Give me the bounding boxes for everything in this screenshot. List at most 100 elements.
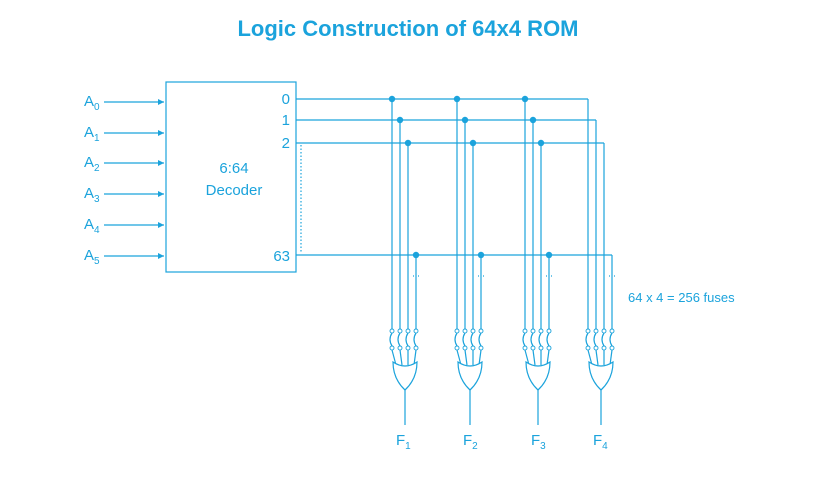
fuse-link xyxy=(454,332,458,347)
fuse-link xyxy=(609,332,613,347)
fuse-terminal xyxy=(593,345,599,351)
fuse-terminal xyxy=(593,328,599,334)
decoder-output-label-1: 1 xyxy=(282,112,290,129)
junction-dot xyxy=(453,95,461,103)
junction-dot xyxy=(469,139,477,147)
or-gate-icon xyxy=(588,360,614,391)
address-input-label: A1 xyxy=(84,124,100,144)
fuse-terminal xyxy=(462,328,468,334)
fuse-terminal xyxy=(470,345,476,351)
fuse-to-gate-wire xyxy=(546,349,550,366)
address-input-a0: A0 xyxy=(84,93,164,113)
fuse-terminal xyxy=(546,328,552,334)
fuse-terminal xyxy=(454,345,460,351)
or-gate-icon xyxy=(525,360,551,391)
fuse-link xyxy=(470,332,474,347)
address-inputs: A0 A1 A2 A3 A4 xyxy=(84,93,164,267)
fuse-terminal xyxy=(470,328,476,334)
junction-dot xyxy=(521,95,529,103)
fuse-terminal xyxy=(530,328,536,334)
fuse-link xyxy=(405,332,409,347)
fuse-terminal xyxy=(538,345,544,351)
junction-dot xyxy=(396,116,404,124)
fuse-terminal xyxy=(546,345,552,351)
address-input-a5: A5 xyxy=(84,247,164,267)
fuse-to-gate-wire xyxy=(456,349,462,366)
fuse-terminal xyxy=(522,328,528,334)
fuse-link xyxy=(601,332,605,347)
decoder-output-label-2: 2 xyxy=(282,135,290,152)
address-input-label: A0 xyxy=(84,93,100,113)
fuse-terminal xyxy=(397,345,403,351)
output-labels: F1 F2 F3 F4 xyxy=(396,432,608,452)
output-label-f2: F2 xyxy=(463,432,478,452)
address-input-label: A2 xyxy=(84,154,100,174)
output-label-f4: F4 xyxy=(593,432,608,452)
address-input-label: A4 xyxy=(84,216,100,236)
junction-dot xyxy=(537,139,545,147)
fuse-to-gate-wire xyxy=(524,349,530,366)
fuse-terminal xyxy=(389,345,395,351)
output-label-f3: F3 xyxy=(531,432,546,452)
or-gate-icon xyxy=(457,360,483,391)
address-input-label: A5 xyxy=(84,247,100,267)
fuse-to-gate-wire xyxy=(399,349,403,366)
output-label-f1: F1 xyxy=(396,432,411,452)
rom-wiring xyxy=(296,95,615,425)
fuse-link xyxy=(413,332,417,347)
diagram-title: Logic Construction of 64x4 ROM xyxy=(237,16,578,41)
fuse-to-gate-wire xyxy=(595,349,599,366)
address-input-label: A3 xyxy=(84,185,100,205)
fuse-terminal xyxy=(601,345,607,351)
fuse-terminal xyxy=(405,328,411,334)
decoder-label-size: 6:64 xyxy=(219,160,248,177)
fuse-terminal xyxy=(397,328,403,334)
junction-dot xyxy=(404,139,412,147)
address-input-a4: A4 xyxy=(84,216,164,236)
fuse-to-gate-wire xyxy=(478,349,482,366)
fuse-terminal xyxy=(405,345,411,351)
fuse-terminal xyxy=(478,328,484,334)
address-input-a1: A1 xyxy=(84,124,164,144)
fuse-terminal xyxy=(601,328,607,334)
fuse-to-gate-wire xyxy=(587,349,593,366)
fuse-link xyxy=(522,332,526,347)
fuse-terminal xyxy=(609,328,615,334)
junction-dot xyxy=(388,95,396,103)
junction-dot xyxy=(545,251,553,259)
fuse-to-gate-wire xyxy=(413,349,417,366)
address-input-a2: A2 xyxy=(84,154,164,174)
fuse-link xyxy=(546,332,550,347)
fuse-link xyxy=(462,332,466,347)
fuse-link xyxy=(530,332,534,347)
fuses-note: 64 x 4 = 256 fuses xyxy=(628,290,735,305)
or-gate-icon xyxy=(392,360,418,391)
fuse-link xyxy=(538,332,542,347)
decoder-output-label-63: 63 xyxy=(273,248,290,265)
junction-dot xyxy=(412,251,420,259)
fuse-terminal xyxy=(389,328,395,334)
fuse-link xyxy=(478,332,482,347)
junction-dot xyxy=(461,116,469,124)
fuse-to-gate-wire xyxy=(391,349,397,366)
fuse-link xyxy=(585,332,589,347)
fuse-terminal xyxy=(538,328,544,334)
fuse-terminal xyxy=(413,345,419,351)
fuse-terminal xyxy=(454,328,460,334)
decoder-label-name: Decoder xyxy=(206,182,263,199)
fuse-terminal xyxy=(462,345,468,351)
fuse-terminal xyxy=(478,345,484,351)
decoder-output-labels: 0 1 2 63 xyxy=(273,91,290,265)
junction-dot xyxy=(477,251,485,259)
decoder-output-label-0: 0 xyxy=(282,91,290,108)
fuse-terminal xyxy=(585,328,591,334)
fuse-terminal xyxy=(585,345,591,351)
decoder-block xyxy=(165,81,297,273)
address-input-a3: A3 xyxy=(84,185,164,205)
fuse-to-gate-wire xyxy=(532,349,536,366)
fuse-link xyxy=(593,332,597,347)
fuse-to-gate-wire xyxy=(464,349,468,366)
junction-dot xyxy=(529,116,537,124)
